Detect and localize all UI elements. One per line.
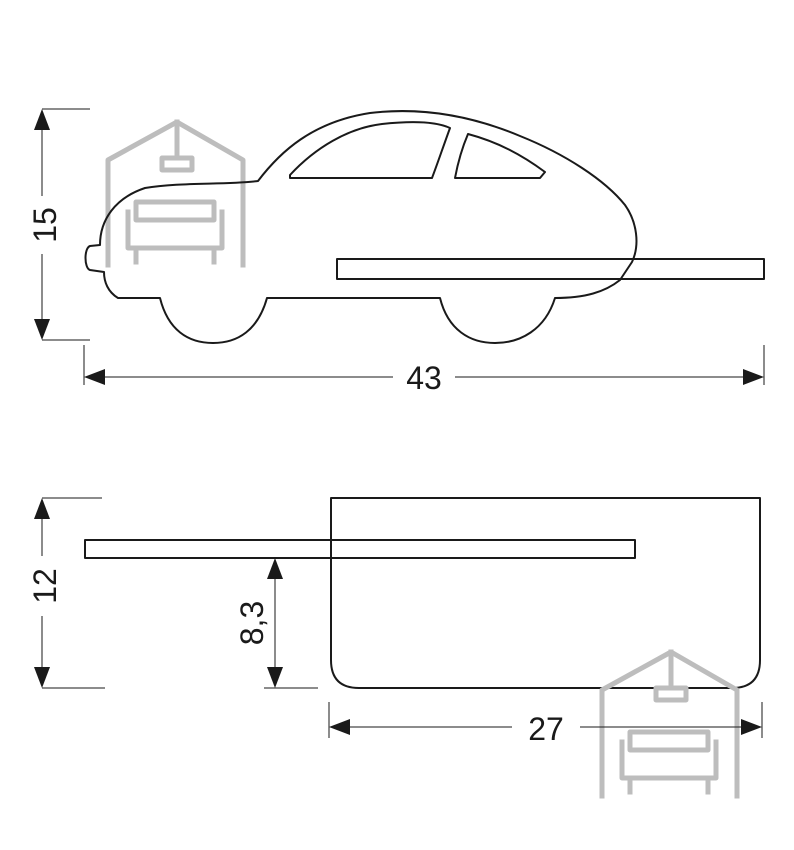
dimension-width-side: 43 — [83, 345, 765, 396]
dimension-label-8-3: 8,3 — [234, 601, 270, 645]
car-side-view — [84, 110, 765, 344]
car-front-window — [289, 121, 451, 179]
car-rear-window — [454, 133, 546, 179]
dimension-label-15: 15 — [27, 207, 63, 243]
house-sofa-watermark-icon — [105, 119, 246, 268]
car-shelf-board — [336, 258, 765, 280]
house-sofa-watermark-icon — [599, 649, 740, 799]
top-view-back-panel — [330, 497, 761, 689]
dimension-back-width: 27 — [328, 702, 763, 747]
dimension-label-43: 43 — [406, 360, 442, 396]
top-view-shelf-board — [84, 539, 636, 559]
dimension-label-27: 27 — [528, 711, 564, 747]
dimension-shelf-height: 8,3 — [234, 558, 318, 689]
dimension-label-12: 12 — [27, 568, 63, 604]
dimension-depth-top: 12 — [27, 497, 105, 689]
dimension-height-side: 15 — [27, 108, 90, 341]
